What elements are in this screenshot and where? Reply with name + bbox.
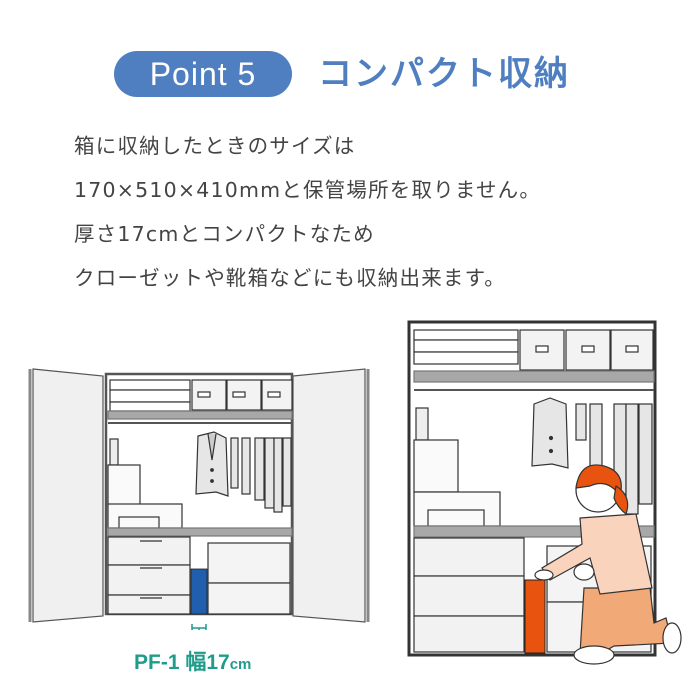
closet-illustration-right <box>407 320 682 665</box>
product-box-orange <box>524 579 546 654</box>
product-box-blue <box>190 568 208 615</box>
width-label: 幅 <box>185 651 207 674</box>
description-line: 厚さ17cmとコンパクトなため <box>74 222 375 246</box>
person-figure <box>534 464 682 665</box>
description: 箱に収納したときのサイズは 170×510×410mmと保管場所を取りません。 … <box>74 124 541 300</box>
description-line: クローゼットや靴箱などにも収納出来ます。 <box>74 266 506 290</box>
closet-illustration-left <box>28 368 370 630</box>
model-name: PF-1 <box>134 651 180 674</box>
description-line: 170×510×410mmと保管場所を取りません。 <box>74 178 542 202</box>
width-unit: cm <box>229 656 252 673</box>
width-caption: PF-1 幅17cm <box>134 646 251 676</box>
description-line: 箱に収納したときのサイズは <box>74 134 356 158</box>
header: Point 5 コンパクト収納 <box>0 50 700 102</box>
point-badge: Point 5 <box>114 51 292 97</box>
section-title: コンパクト収納 <box>318 54 570 94</box>
width-value: 17 <box>206 651 230 674</box>
